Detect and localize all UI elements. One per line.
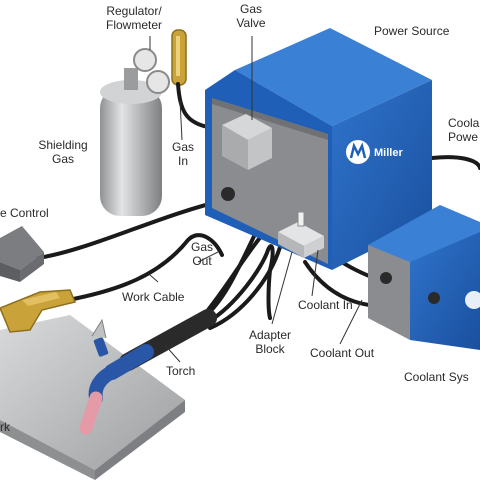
work-cable-label: Work Cable — [122, 290, 185, 304]
work-label: rk — [0, 420, 10, 434]
coolant-system — [368, 205, 480, 350]
work-clamp — [0, 289, 77, 333]
gas-out-label: Gas Out — [184, 240, 220, 268]
power-to-coolant-cable — [430, 155, 480, 170]
coolant-in-label: Coolant In — [298, 298, 353, 312]
remote-control — [0, 226, 44, 282]
regulator-flowmeter-label: Regulator/ Flowmeter — [96, 4, 172, 32]
coolant-in-port-icon — [380, 272, 392, 284]
regulator-label-line2: Flowmeter — [105, 18, 162, 32]
torch-label: Torch — [166, 364, 196, 378]
gas-valve-label: Gas Valve — [228, 2, 274, 30]
coolant-power-label-line2: Powe — [448, 130, 479, 144]
gas-out-label-line2: Out — [192, 254, 212, 268]
regulator-label-line1: Regulator/ — [106, 4, 162, 18]
gas-in-label-line2: In — [177, 154, 188, 168]
adapter-block-label: Adapter Block — [240, 328, 300, 356]
regulator-flowmeter — [171, 29, 187, 86]
gas-in-label: Gas In — [166, 140, 200, 168]
shielding-gas-label: Shielding Gas — [30, 138, 96, 166]
gas-valve-label-line1: Gas — [239, 2, 262, 16]
gas-out-label-line1: Gas — [190, 240, 213, 254]
miller-logo: Miller — [346, 140, 403, 164]
coolant-out-port-icon — [428, 292, 440, 304]
welding-torch — [79, 309, 217, 435]
remote-control-label: e Control — [0, 206, 49, 220]
pressure-gauge-icon — [133, 48, 157, 72]
adapter-block — [278, 211, 324, 258]
coolant-power-label-line1: Coola — [448, 116, 480, 130]
remote-control-cable — [36, 198, 227, 260]
coolant-system-label: Coolant Sys — [404, 370, 469, 384]
power-connector-icon — [221, 187, 235, 201]
flow-gauge-icon — [146, 70, 170, 94]
adapter-block-label-line1: Adapter — [248, 328, 292, 342]
gas-in-label-line1: Gas — [171, 140, 194, 154]
shielding-gas-cylinder — [100, 48, 170, 216]
gas-valve — [222, 114, 272, 170]
power-source-label: Power Source — [374, 24, 450, 38]
torch-cable-3 — [208, 238, 284, 330]
svg-text:Miller: Miller — [374, 147, 403, 159]
leader-lines — [149, 36, 363, 363]
coolant-out-label: Coolant Out — [310, 346, 375, 360]
shielding-gas-label-line2: Gas — [51, 152, 74, 166]
work-cable — [66, 233, 224, 302]
gas-valve-label-line2: Valve — [236, 16, 266, 30]
adapter-block-label-line2: Block — [255, 342, 285, 356]
torch-cable-2 — [206, 244, 275, 324]
shielding-gas-label-line1: Shielding — [38, 138, 88, 152]
coolant-power-label: Coola Powe — [448, 116, 479, 144]
